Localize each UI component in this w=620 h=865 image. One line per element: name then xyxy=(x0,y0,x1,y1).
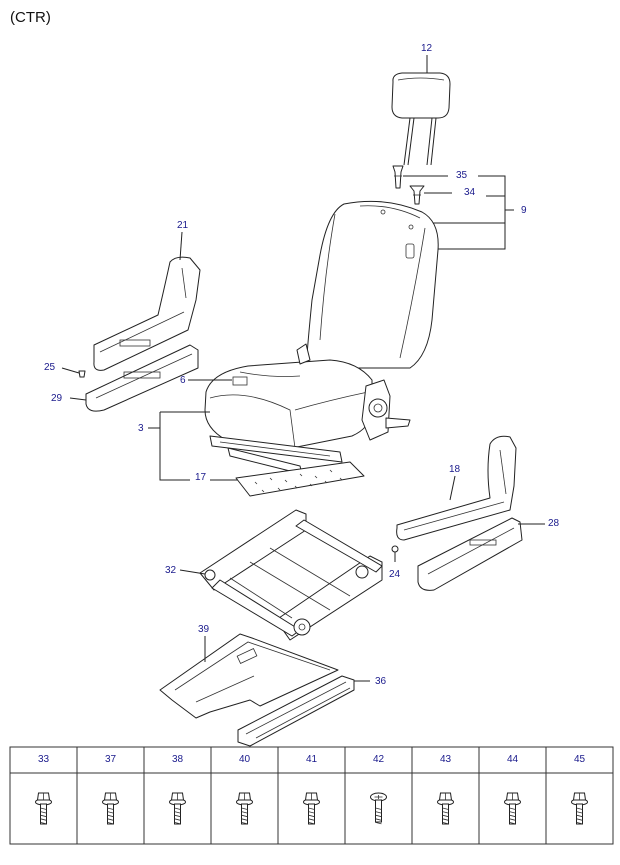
side-cover-21[interactable] xyxy=(93,256,201,371)
callout-17: 17 xyxy=(195,472,207,483)
seat-cushion-pad[interactable] xyxy=(235,461,365,497)
headrest[interactable] xyxy=(391,72,451,166)
bolt-header-43: 43 xyxy=(440,754,452,765)
hex-flange-bolt-icon[interactable] xyxy=(303,792,320,825)
bolt-header-37: 37 xyxy=(105,754,117,765)
recliner-mechanism[interactable] xyxy=(296,343,411,441)
hex-flange-bolt-icon[interactable] xyxy=(169,792,186,825)
small-clip-24[interactable] xyxy=(391,545,399,562)
hex-flange-bolt-icon[interactable] xyxy=(571,792,588,825)
headrest-guide-34[interactable] xyxy=(409,185,425,205)
bolt-header-38: 38 xyxy=(172,754,184,765)
small-clip-25[interactable] xyxy=(78,370,86,378)
callout-21: 21 xyxy=(177,220,189,231)
hex-flange-bolt-icon[interactable] xyxy=(504,792,521,825)
callout-25: 25 xyxy=(44,362,56,373)
callout-18: 18 xyxy=(449,464,461,475)
bolt-table: 33 37 38 40 41 42 43 44 45 xyxy=(9,746,614,845)
headrest-guide-35[interactable] xyxy=(392,165,404,189)
callout-32: 32 xyxy=(165,565,177,576)
hex-flange-bolt-icon[interactable] xyxy=(236,792,253,825)
callout-3: 3 xyxy=(138,423,144,434)
bolt-header-33: 33 xyxy=(38,754,50,765)
callout-29: 29 xyxy=(51,393,63,404)
seat-back[interactable] xyxy=(305,200,439,369)
bolt-header-44: 44 xyxy=(507,754,519,765)
seat-cushion[interactable] xyxy=(204,359,373,450)
bolt-header-40: 40 xyxy=(239,754,251,765)
seat-rail[interactable] xyxy=(237,675,355,747)
callout-24: 24 xyxy=(389,569,401,580)
side-cover-28[interactable] xyxy=(417,517,523,591)
hex-flange-bolt-icon[interactable] xyxy=(102,792,119,825)
side-cover-29[interactable] xyxy=(85,344,199,412)
bolt-table-border xyxy=(9,746,614,845)
side-cover-18[interactable] xyxy=(396,435,517,541)
hex-flange-bolt-icon[interactable] xyxy=(437,792,454,825)
bolt-header-45: 45 xyxy=(574,754,586,765)
callout-34: 34 xyxy=(464,187,476,198)
callout-35: 35 xyxy=(456,170,468,181)
callout-39: 39 xyxy=(198,624,210,635)
seat-lower-frame[interactable] xyxy=(209,435,343,475)
callout-28: 28 xyxy=(548,518,560,529)
seat-track-frame[interactable] xyxy=(199,509,383,641)
callout-12: 12 xyxy=(421,43,433,54)
callout-labels: 12 35 34 9 21 25 29 6 3 17 18 28 24 32 3… xyxy=(44,43,560,687)
bolt-header-41: 41 xyxy=(306,754,318,765)
hex-flange-bolt-icon[interactable] xyxy=(35,792,52,825)
bolt-header-42: 42 xyxy=(373,754,385,765)
floor-bracket[interactable] xyxy=(159,633,339,719)
region-label: (CTR) xyxy=(10,9,51,26)
callout-36: 36 xyxy=(375,676,387,687)
callout-6: 6 xyxy=(180,375,186,386)
callout-9: 9 xyxy=(521,205,527,216)
phillips-screw-icon[interactable] xyxy=(370,792,387,825)
